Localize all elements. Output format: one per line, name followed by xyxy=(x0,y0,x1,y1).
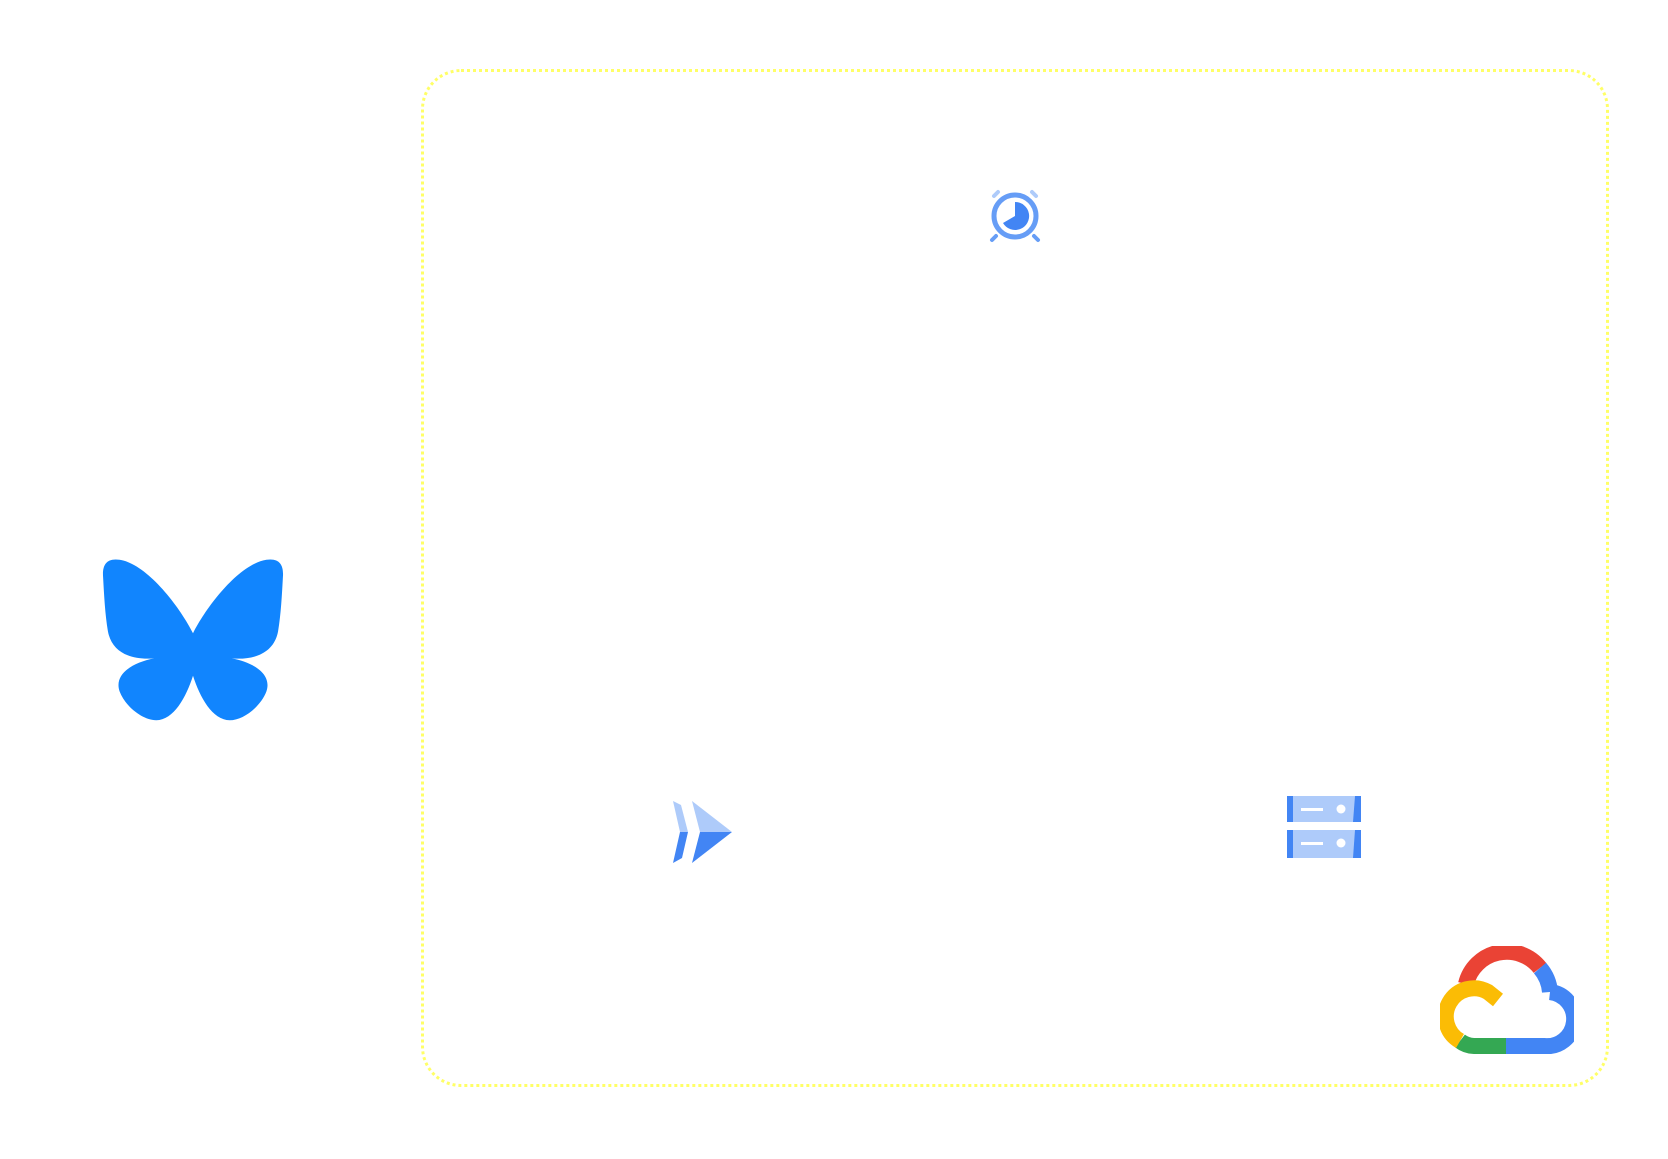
bluesky-butterfly-icon xyxy=(102,559,284,721)
cloud-run-icon xyxy=(673,801,732,863)
cloud-storage-icon xyxy=(1287,796,1361,858)
google-cloud-logo-icon xyxy=(1440,946,1574,1054)
google-cloud-boundary xyxy=(421,69,1609,1087)
cloud-scheduler-icon xyxy=(990,190,1040,242)
